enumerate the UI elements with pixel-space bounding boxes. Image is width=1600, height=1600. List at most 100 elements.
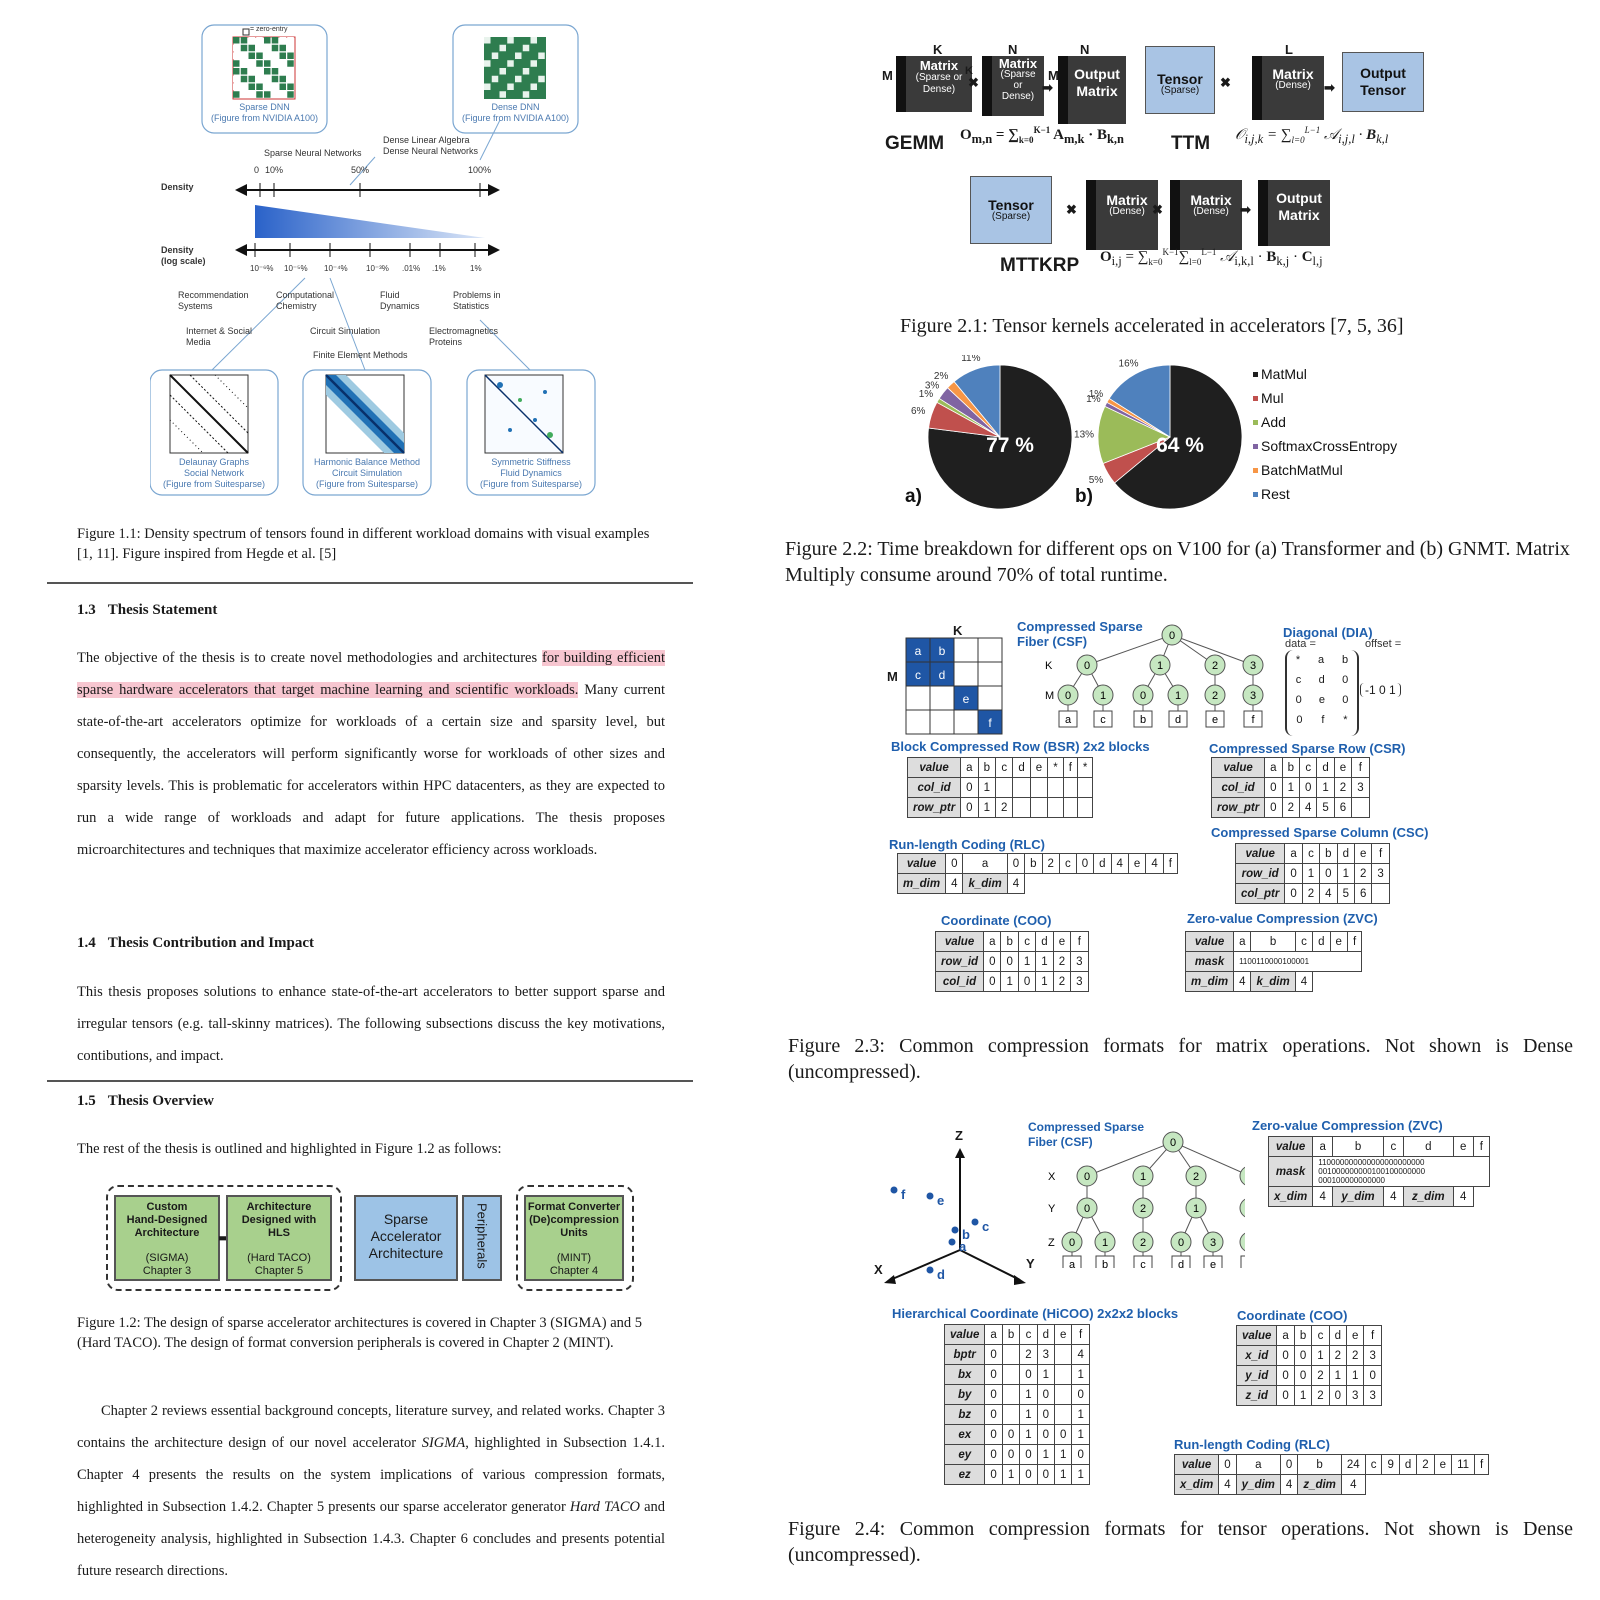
row-header: ez [943,1464,986,1485]
grid-cell [287,37,294,44]
dia-data-label: data = [1285,638,1316,650]
row-header: by [943,1384,986,1405]
density-tick-0: 0 [254,165,260,175]
grid-cell [271,91,279,98]
table-cell: 3 [1070,971,1089,992]
table-cell: 2 [1311,1365,1330,1386]
table-cell: 0 [984,1384,1003,1405]
grid-cell [484,83,491,90]
peripherals-box: Peripherals [462,1195,502,1281]
table-cell: f [1351,757,1370,778]
table-cell: a [983,931,1002,952]
mttkrp-label: MTTKRP [1000,255,1080,276]
table-cell: 0 [1019,1464,1038,1485]
grid-cell [287,75,294,83]
table-cell: 4 [1319,883,1338,904]
matrix-cell [929,709,955,735]
row-header: value [943,1324,986,1345]
node-label: 0 [1178,1237,1184,1249]
table-cell: 3 [1036,1344,1056,1365]
dia-title: Diagonal (DIA) [1283,625,1373,640]
grid-cell [256,83,263,90]
section-1-5-paragraph: The rest of the thesis is outlined and h… [77,1141,502,1157]
sparse-nn-label: Sparse Neural Networks [264,148,362,158]
grid-cell [538,75,545,83]
grid-cell [256,75,263,83]
table-cell: 0 [1298,777,1318,798]
node-label: 0 [1084,1203,1090,1215]
row-header: mask [1267,1156,1314,1187]
gemm-label: GEMM [885,133,945,154]
center-label: 77 % [986,434,1034,457]
table-cell: 110000000000000000000000 001000000000100… [1312,1156,1490,1187]
grid-cell [240,75,248,83]
grid-cell [248,44,255,52]
tree-node [1076,1165,1098,1187]
table-cell: 0 [984,1344,1003,1365]
table-cell: a [984,1324,1003,1345]
table-cell: 0 [984,1444,1003,1465]
tree-node [1185,1165,1207,1187]
tree-node [1162,1131,1184,1153]
box-line: Chapter 5 [254,1265,304,1277]
table-cell: 0 [960,777,979,798]
table-cell: 4 [1006,873,1026,894]
table-cell: f [1070,931,1089,952]
grid-cell [256,91,263,98]
grid-cell [264,52,271,59]
table-cell: 2 [1416,1454,1435,1475]
tree-node [1076,654,1098,676]
row-header: value [1235,1325,1278,1346]
csr-title: Compressed Sparse Row (CSR) [1209,741,1406,756]
box-line: Format Converter [527,1201,621,1213]
legend-entry: Mul [1261,390,1284,406]
box-line: Custom [146,1201,188,1213]
leaf-box [1133,710,1153,728]
row-header: z_id [1235,1385,1278,1406]
slice-label: 1% [1086,394,1101,405]
table-cell: y_dim [1235,1474,1281,1495]
leaf-value: a [1065,714,1072,726]
density-tick-100: 100% [468,165,492,175]
box-line: (Dense) [1193,206,1229,217]
grid-cell [491,75,499,83]
table-cell: a [1276,1325,1295,1346]
table-cell: 2 [1333,777,1353,798]
node-label: 3 [1250,660,1256,672]
table-cell: 0 [1264,797,1283,818]
box-line: (Dense) [1109,206,1145,217]
leaf-box [1095,1255,1115,1268]
figure-2-4-caption: Figure 2.4: Common compression formats f… [788,1518,1573,1566]
table-cell: 0 [1319,863,1338,884]
table-cell: 2 [1301,883,1321,904]
box-line: (Sparse [1000,69,1036,80]
domain-line: Media [186,337,211,347]
table-cell [1047,797,1064,818]
point-label: d [937,1267,945,1282]
leaf-box [1203,1255,1223,1268]
table-cell: e [1433,1454,1453,1475]
node-label: 0 [1084,1171,1090,1183]
dia-cell: 0 [1342,674,1349,686]
grid-cell [233,75,240,83]
box-line: Chapter 4 [549,1265,599,1277]
domain-fem: Finite Element Methods [313,350,408,360]
table-cell: 0 [1036,1404,1056,1425]
log-tick-label: 10⁻³% [366,264,389,273]
leaf-box [1240,1255,1245,1268]
table-cell: f [1371,843,1390,864]
table-cell: d [1036,1324,1056,1345]
grid-cell [240,68,248,75]
table-cell: 4 [1298,797,1318,818]
table-cell: 0 [984,1404,1003,1425]
grid-cell [264,44,271,52]
grid-cell [256,37,263,44]
leaf-value: e [1212,714,1218,726]
figure-2-2-caption: Figure 2.2: Time breakdown for different… [785,538,1570,586]
row-header: bptr [943,1344,986,1365]
